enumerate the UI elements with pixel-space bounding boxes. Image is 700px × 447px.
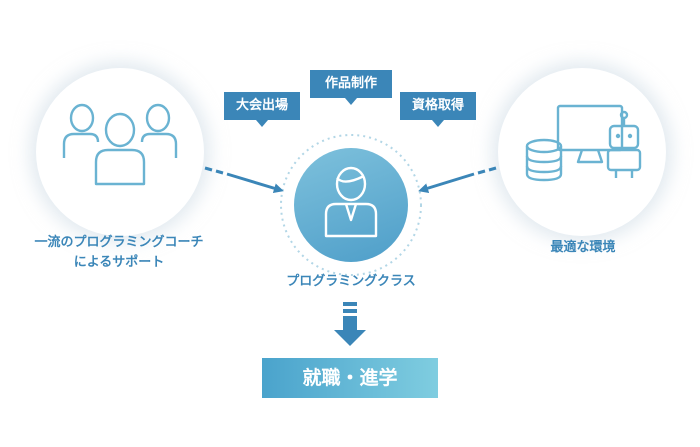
- class-caption: プログラミングクラス: [286, 274, 416, 289]
- class-rings: [280, 134, 422, 276]
- coach-caption-line2: によるサポート: [73, 255, 165, 270]
- coach-caption-line1: 一流のプログラミングコーチ: [34, 235, 204, 250]
- computer-robot-database-icon: [525, 104, 642, 182]
- left-arrow: [204, 166, 284, 194]
- environment-caption: 最適な環境: [550, 240, 616, 255]
- tag-competition: 大会出場: [224, 92, 300, 127]
- tag-certification: 資格取得: [400, 92, 476, 127]
- tag-creation: 作品制作: [310, 70, 392, 105]
- down-arrow: [334, 302, 366, 346]
- career-result-box: 就職・進学: [262, 358, 438, 398]
- student-person-icon: [324, 166, 378, 238]
- coach-caption: 一流のプログラミングコーチ によるサポート: [0, 233, 238, 273]
- people-group-icon: [62, 103, 178, 186]
- right-arrow: [418, 166, 497, 194]
